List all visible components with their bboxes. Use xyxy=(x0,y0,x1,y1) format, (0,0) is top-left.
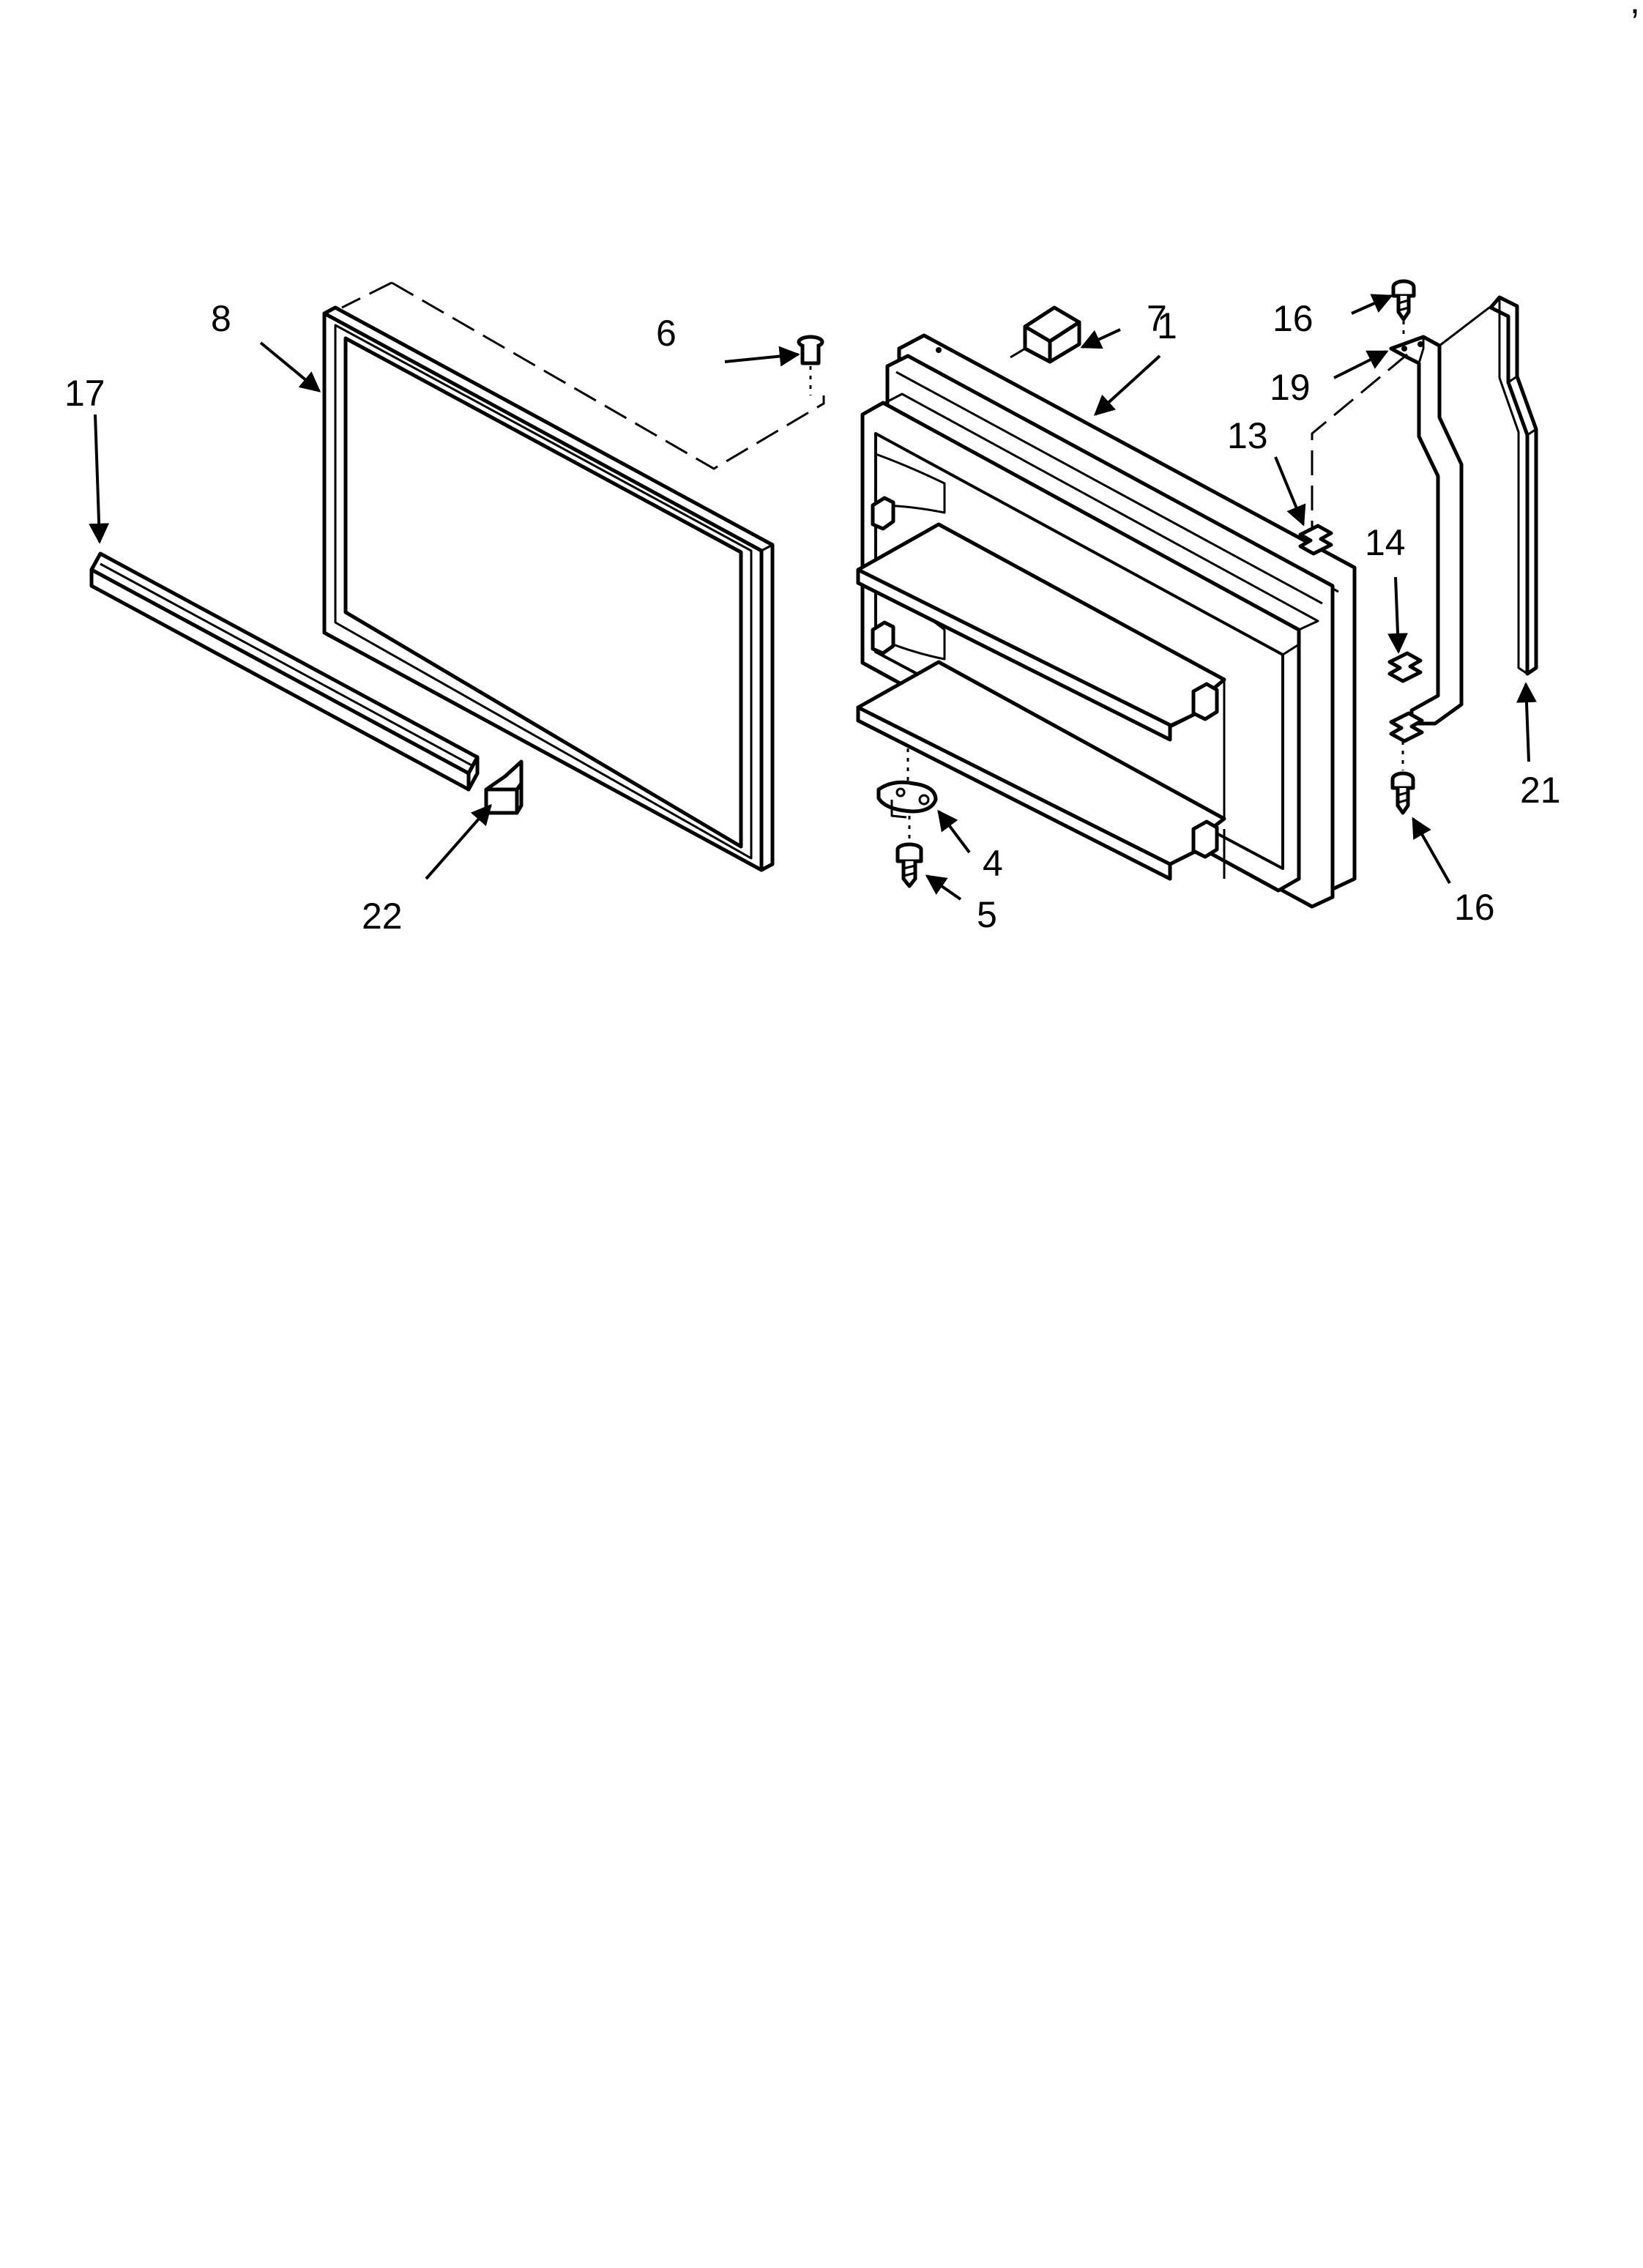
part-22-end-cap xyxy=(484,759,524,815)
callout-22: 22 xyxy=(362,896,403,937)
leader-arrows xyxy=(89,294,1537,901)
callout-1: 1 xyxy=(1157,305,1177,346)
part-16-screw-top xyxy=(1391,279,1416,321)
part-7-label xyxy=(1023,305,1081,364)
callout-19: 19 xyxy=(1270,367,1311,408)
part-1-freezer-door xyxy=(856,333,1357,909)
part-6-plug xyxy=(797,335,824,395)
part-21-handle-trim xyxy=(1489,295,1538,676)
callout-16-top: 16 xyxy=(1273,298,1314,339)
callout-8: 8 xyxy=(211,298,231,339)
part-5-screw xyxy=(895,842,923,888)
callout-13: 13 xyxy=(1227,415,1268,456)
assembly-line-gasket xyxy=(391,281,825,470)
callout-16-bottom: 16 xyxy=(1454,887,1495,928)
part-4-hinge-plate xyxy=(876,780,938,819)
corner-mark: , xyxy=(1630,0,1640,21)
part-17-trim-strip xyxy=(89,551,480,792)
callout-17: 17 xyxy=(64,373,105,414)
callout-4: 4 xyxy=(983,843,1003,884)
callout-6: 6 xyxy=(656,313,677,354)
callout-5: 5 xyxy=(977,894,997,935)
callout-21: 21 xyxy=(1520,770,1561,811)
part-8-door-gasket xyxy=(322,305,775,872)
callout-14: 14 xyxy=(1365,522,1406,563)
part-13-shim xyxy=(1298,524,1333,556)
part-14-shim xyxy=(1387,651,1424,743)
callout-7: 7 xyxy=(1147,298,1167,339)
part-16-screw-bottom xyxy=(1390,771,1415,815)
